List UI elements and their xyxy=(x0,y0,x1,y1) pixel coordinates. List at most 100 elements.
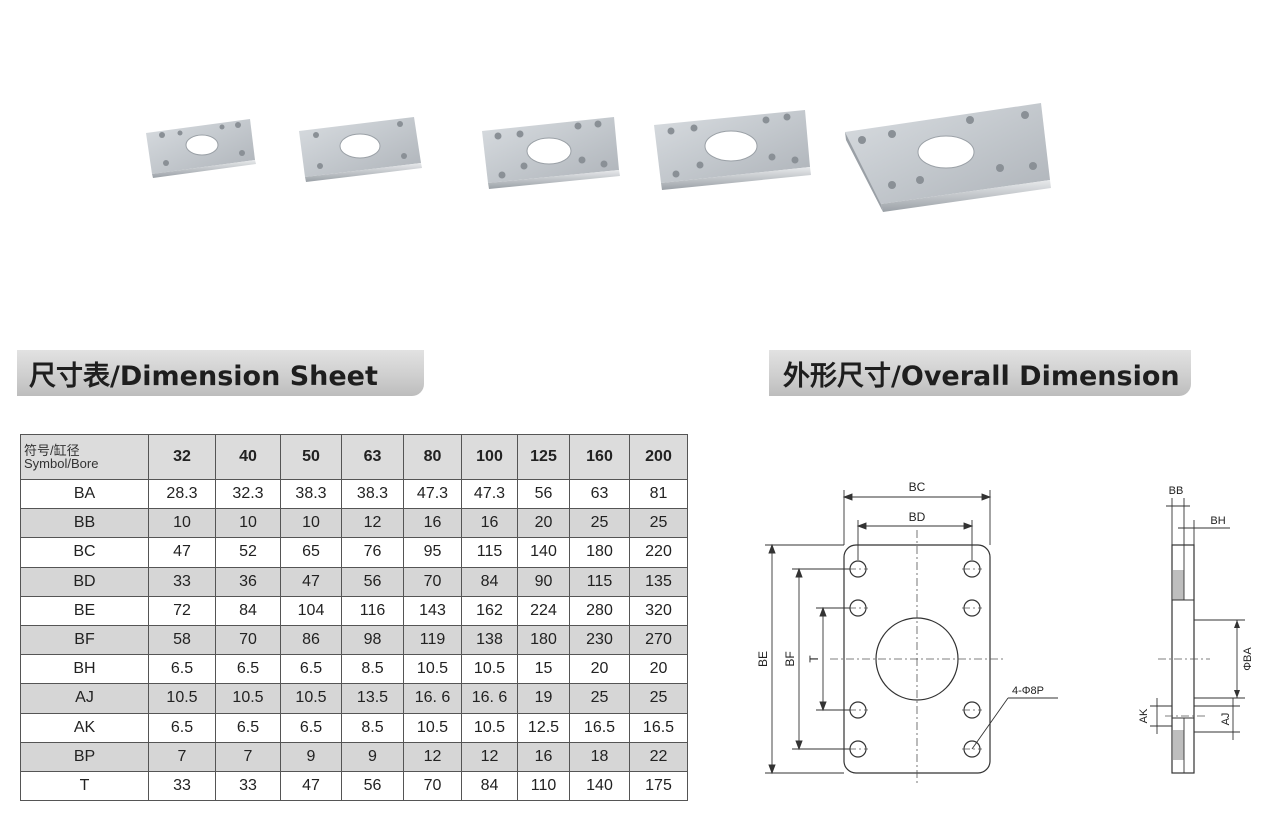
value-cell: 38.3 xyxy=(280,478,342,510)
value-cell: 10.5 xyxy=(461,654,518,685)
value-cell: 72 xyxy=(148,595,216,626)
value-cell: 76 xyxy=(341,537,404,568)
value-cell: 20 xyxy=(629,654,688,685)
value-cell: 70 xyxy=(215,624,281,656)
value-cell: 12 xyxy=(461,741,518,772)
label-holes: 4-Φ8P xyxy=(1012,685,1044,697)
corner-label-cn: 符号/缸径 xyxy=(24,443,80,458)
value-cell: 70 xyxy=(403,770,462,802)
value-cell: 25 xyxy=(629,683,688,714)
value-cell: 9 xyxy=(280,741,342,772)
label-be: BE xyxy=(756,651,770,667)
value-cell: 115 xyxy=(461,537,518,568)
value-cell: 47 xyxy=(148,537,216,568)
value-cell: 140 xyxy=(569,770,630,802)
value-cell: 12 xyxy=(341,508,404,539)
product-photos xyxy=(146,103,1051,212)
bore-header: 100 xyxy=(461,434,518,480)
label-bc: BC xyxy=(909,480,926,494)
value-cell: 36 xyxy=(215,566,281,597)
bore-header: 125 xyxy=(517,434,570,480)
label-bh: BH xyxy=(1210,515,1225,527)
label-ba: ΦBA xyxy=(1242,647,1254,671)
value-cell: 13.5 xyxy=(341,683,404,714)
value-cell: 320 xyxy=(629,595,688,626)
symbol-cell: BA xyxy=(20,478,149,510)
bore-header: 40 xyxy=(215,434,281,480)
value-cell: 6.5 xyxy=(215,712,281,743)
value-cell: 84 xyxy=(215,595,281,626)
value-cell: 56 xyxy=(341,770,404,802)
value-cell: 104 xyxy=(280,595,342,626)
value-cell: 10.5 xyxy=(403,712,462,743)
value-cell: 135 xyxy=(629,566,688,597)
value-cell: 162 xyxy=(461,595,518,626)
corner-cell: 符号/缸径 Symbol/Bore xyxy=(20,434,149,480)
value-cell: 6.5 xyxy=(148,654,216,685)
label-ak: AK xyxy=(1138,708,1150,723)
value-cell: 7 xyxy=(215,741,281,772)
value-cell: 33 xyxy=(148,770,216,802)
bore-header: 80 xyxy=(403,434,462,480)
overall-dimension-header: 外形尺寸/Overall Dimension xyxy=(769,350,1191,396)
value-cell: 180 xyxy=(569,537,630,568)
value-cell: 47 xyxy=(280,566,342,597)
bore-header: 50 xyxy=(280,434,342,480)
value-cell: 10.5 xyxy=(461,712,518,743)
value-cell: 138 xyxy=(461,624,518,656)
symbol-cell: BH xyxy=(20,654,149,685)
value-cell: 12 xyxy=(403,741,462,772)
value-cell: 56 xyxy=(341,566,404,597)
symbol-cell: BE xyxy=(20,595,149,626)
value-cell: 70 xyxy=(403,566,462,597)
value-cell: 20 xyxy=(569,654,630,685)
value-cell: 47 xyxy=(280,770,342,802)
value-cell: 280 xyxy=(569,595,630,626)
value-cell: 6.5 xyxy=(215,654,281,685)
value-cell: 81 xyxy=(629,478,688,510)
label-bf: BF xyxy=(783,651,797,666)
value-cell: 28.3 xyxy=(148,478,216,510)
label-bd: BD xyxy=(909,510,926,524)
value-cell: 115 xyxy=(569,566,630,597)
symbol-cell: AK xyxy=(20,712,149,743)
table-header-row: 符号/缸径 Symbol/Bore 32 40 50 63 80 100 125… xyxy=(20,434,688,480)
symbol-cell: BF xyxy=(20,624,149,656)
dimension-table: 符号/缸径 Symbol/Bore 32 40 50 63 80 100 125… xyxy=(20,434,688,802)
symbol-cell: BD xyxy=(20,566,149,597)
value-cell: 25 xyxy=(569,683,630,714)
value-cell: 10.5 xyxy=(215,683,281,714)
plate-photo-2 xyxy=(299,117,422,182)
value-cell: 56 xyxy=(517,478,570,510)
value-cell: 175 xyxy=(629,770,688,802)
corner-label-en: Symbol/Bore xyxy=(24,456,99,471)
value-cell: 84 xyxy=(461,770,518,802)
symbol-cell: AJ xyxy=(20,683,149,714)
value-cell: 12.5 xyxy=(517,712,570,743)
plate-photo-4 xyxy=(654,110,811,190)
value-cell: 8.5 xyxy=(341,654,404,685)
value-cell: 119 xyxy=(403,624,462,656)
value-cell: 32.3 xyxy=(215,478,281,510)
value-cell: 10 xyxy=(280,508,342,539)
value-cell: 220 xyxy=(629,537,688,568)
bore-header: 63 xyxy=(341,434,404,480)
value-cell: 224 xyxy=(517,595,570,626)
value-cell: 270 xyxy=(629,624,688,656)
value-cell: 9 xyxy=(341,741,404,772)
value-cell: 6.5 xyxy=(280,712,342,743)
value-cell: 90 xyxy=(517,566,570,597)
value-cell: 7 xyxy=(148,741,216,772)
overall-dimension-drawing: BC BD BE BF T 4-Φ8P BB BH ΦBA AK AJ xyxy=(756,480,1254,785)
value-cell: 16. 6 xyxy=(403,683,462,714)
value-cell: 116 xyxy=(341,595,404,626)
